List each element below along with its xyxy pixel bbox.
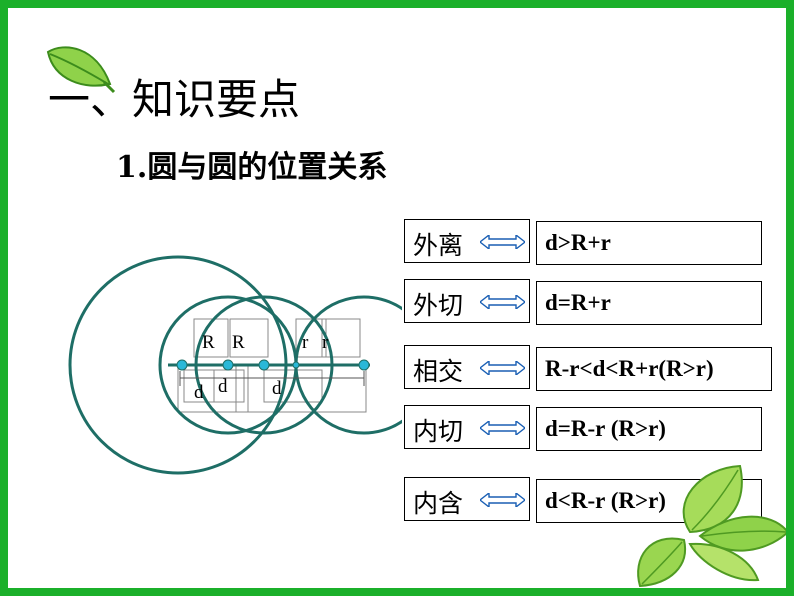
relation-term: 相交 — [413, 357, 464, 386]
relation-term: 外切 — [413, 291, 464, 320]
relation-term-box: 内含 — [404, 477, 530, 521]
relation-condition: d=R-r (R>r) — [545, 416, 666, 441]
relation-condition: R-r<d<R+r(R>r) — [545, 356, 714, 381]
label-d: d — [218, 376, 228, 397]
label-R: R — [202, 332, 215, 353]
relation-term-box: 相交 — [404, 345, 530, 389]
double-headed-arrow-icon — [480, 421, 525, 435]
label-r: r — [302, 332, 309, 353]
page-title: 一、知识要点 — [48, 75, 301, 124]
relation-condition-box: d=R+r — [536, 281, 762, 325]
relation-term: 内含 — [413, 489, 464, 518]
relation-condition-box: R-r<d<R+r(R>r) — [536, 347, 772, 391]
label-d: d — [194, 382, 204, 403]
relation-term: 外离 — [413, 231, 464, 260]
relation-term-box: 外离 — [404, 219, 530, 263]
label-R: R — [232, 332, 245, 353]
relation-condition: d=R+r — [545, 290, 611, 315]
label-d: d — [272, 378, 282, 399]
centre-points — [176, 359, 370, 371]
relation-condition-box: d=R-r (R>r) — [536, 407, 762, 451]
relation-condition-box: d>R+r — [536, 221, 762, 265]
relation-condition: d<R-r (R>r) — [545, 488, 666, 513]
relation-condition: d>R+r — [545, 230, 611, 255]
double-headed-arrow-icon — [480, 295, 525, 309]
green-leaf-icon — [46, 46, 116, 94]
double-headed-arrow-icon — [480, 235, 525, 249]
double-headed-arrow-icon — [480, 493, 525, 507]
circles-diagram: R R r r d d d — [68, 255, 402, 475]
green-leaf-icon — [637, 464, 786, 588]
relation-term-box: 内切 — [404, 405, 530, 449]
relation-term-box: 外切 — [404, 279, 530, 323]
double-headed-arrow-icon — [480, 361, 525, 375]
relation-term: 内切 — [413, 417, 464, 446]
section-title: 1.圆与圆的位置关系 — [116, 150, 388, 185]
label-r: r — [322, 332, 329, 353]
